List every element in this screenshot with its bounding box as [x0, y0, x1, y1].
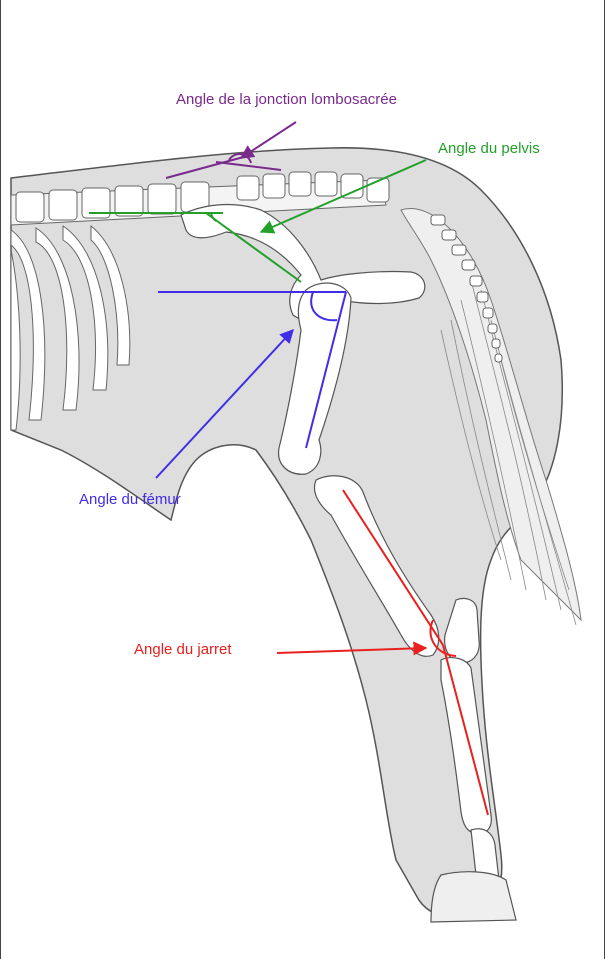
label-lumbosacral-angle: Angle de la jonction lombosacrée: [176, 91, 397, 108]
label-femur-angle: Angle du fémur: [79, 491, 181, 508]
label-pelvis-angle: Angle du pelvis: [438, 140, 540, 157]
label-hock-angle: Angle du jarret: [134, 641, 232, 658]
hoof: [431, 872, 516, 922]
